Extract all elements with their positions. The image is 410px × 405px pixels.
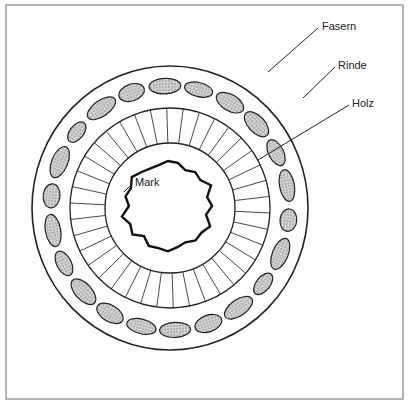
fibre-bundle <box>46 144 73 181</box>
fibre-bundle <box>267 236 294 272</box>
wood-outer <box>70 108 270 308</box>
fibre-bundle <box>221 292 257 324</box>
fibre-bundle <box>84 92 120 124</box>
fibre-bundle <box>93 299 126 328</box>
fibre-bundle <box>64 119 89 146</box>
part-label: Holz <box>352 97 374 110</box>
wood-rays <box>70 108 270 308</box>
fibre-bundle <box>193 311 225 336</box>
pith-outline <box>122 161 212 251</box>
wood-inner <box>105 143 235 273</box>
fibre-bundle <box>277 168 297 202</box>
fibre-bundle <box>263 137 289 169</box>
fibre-bundle <box>51 248 76 278</box>
fibre-bundle <box>149 78 181 95</box>
fibre-bundle <box>67 275 101 309</box>
fibre-bundles <box>42 78 298 338</box>
part-label: Mark <box>135 176 159 189</box>
leader-lines <box>124 28 349 192</box>
fibre-bundle <box>125 316 157 337</box>
fibre-bundle <box>213 88 247 117</box>
fibre-bundle <box>43 213 64 248</box>
bark-outline <box>32 66 308 350</box>
fibre-bundle <box>240 107 273 141</box>
fibre-bundle <box>116 80 146 104</box>
fibre-bundle <box>279 208 298 232</box>
part-label: Fasern <box>322 20 356 33</box>
fibre-bundle <box>183 79 214 100</box>
frame <box>6 5 403 399</box>
part-label: Rinde <box>338 59 367 72</box>
fibre-bundle <box>159 322 191 338</box>
fibre-bundle <box>42 183 61 209</box>
fibre-bundle <box>250 270 277 298</box>
